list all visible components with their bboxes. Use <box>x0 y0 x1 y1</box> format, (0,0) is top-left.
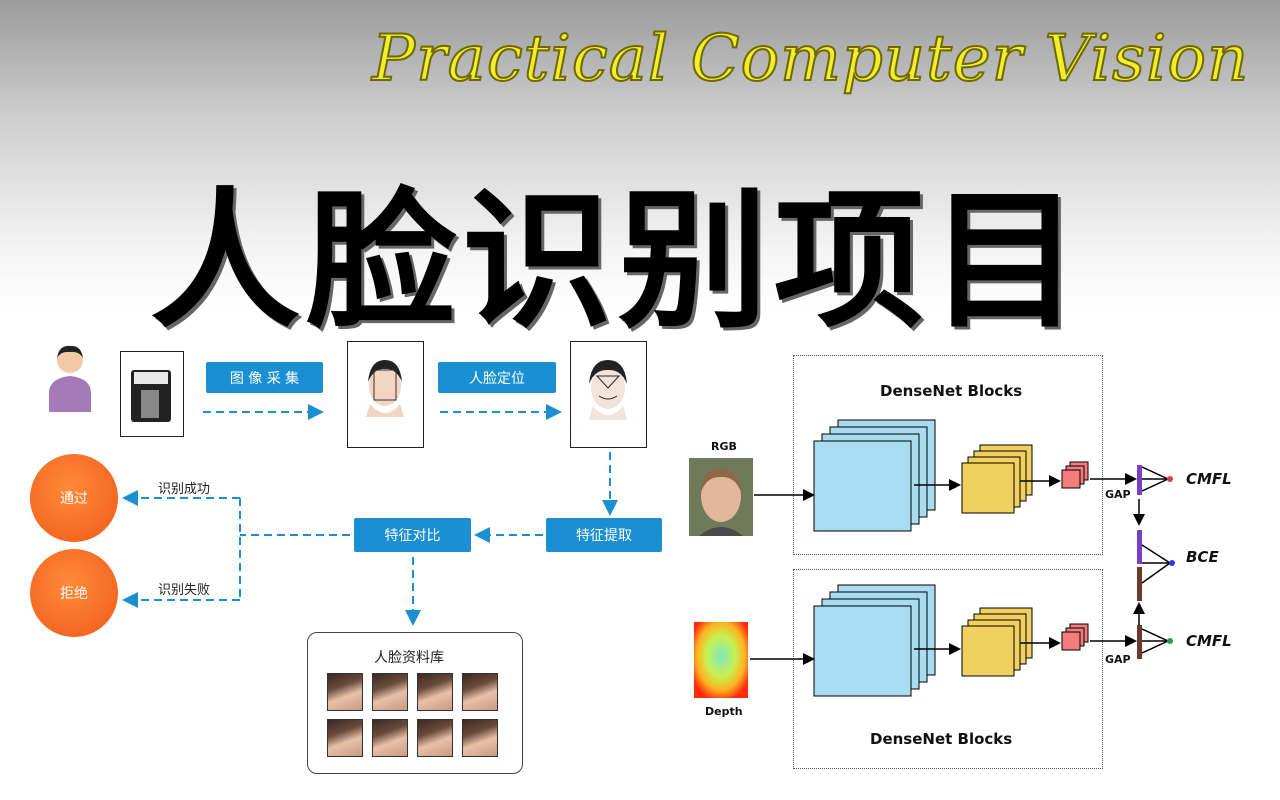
face-frame-2 <box>570 341 647 448</box>
database-face-thumb <box>417 719 453 757</box>
reject-circle: 拒绝 <box>30 549 118 637</box>
face-frame-1 <box>347 341 424 448</box>
top-block-title: DenseNet Blocks <box>880 382 1023 400</box>
top-gap-bar <box>1137 465 1142 495</box>
database-face-thumb <box>372 719 408 757</box>
pass-circle: 通过 <box>30 454 118 542</box>
top-gap-label: GAP <box>1105 488 1131 501</box>
main-title: 人脸识别项目 <box>150 175 1087 349</box>
compare-step-button: 特征对比 <box>354 518 471 552</box>
bottom-gap-label: GAP <box>1105 653 1131 666</box>
camera-device-icon <box>131 370 171 422</box>
face-database-panel: 人脸资料库 <box>307 632 523 774</box>
database-face-thumb <box>462 719 498 757</box>
bce-label: BCE <box>1186 548 1219 566</box>
database-face-thumb <box>327 719 363 757</box>
rgb-input-image <box>689 458 753 536</box>
extract-step-button: 特征提取 <box>546 518 662 552</box>
locate-step-button: 人脸定位 <box>438 362 556 393</box>
database-face-thumb <box>327 673 363 711</box>
capture-step-button: 图 像 采 集 <box>206 362 323 393</box>
success-label: 识别成功 <box>158 482 211 497</box>
rgb-label: RGB <box>711 440 737 453</box>
database-face-thumb <box>417 673 453 711</box>
bottom-block-title: DenseNet Blocks <box>870 730 1013 748</box>
database-face-thumb <box>372 673 408 711</box>
fail-label: 识别失败 <box>158 583 211 598</box>
bottom-cmfl-label: CMFL <box>1186 632 1232 650</box>
depth-input-image <box>694 622 748 698</box>
bottom-densenet-box: DenseNet Blocks <box>793 569 1103 769</box>
camera-frame <box>120 351 184 437</box>
database-title: 人脸资料库 <box>374 650 444 666</box>
landmark-face-image <box>589 360 627 420</box>
database-face-thumb <box>462 673 498 711</box>
detected-face-image <box>366 360 404 417</box>
top-densenet-box: DenseNet Blocks <box>793 355 1103 555</box>
script-title: Practical Computer Vision <box>371 21 1250 97</box>
depth-label: Depth <box>705 705 743 718</box>
top-cmfl-label: CMFL <box>1186 470 1232 488</box>
person-icon <box>49 345 91 412</box>
